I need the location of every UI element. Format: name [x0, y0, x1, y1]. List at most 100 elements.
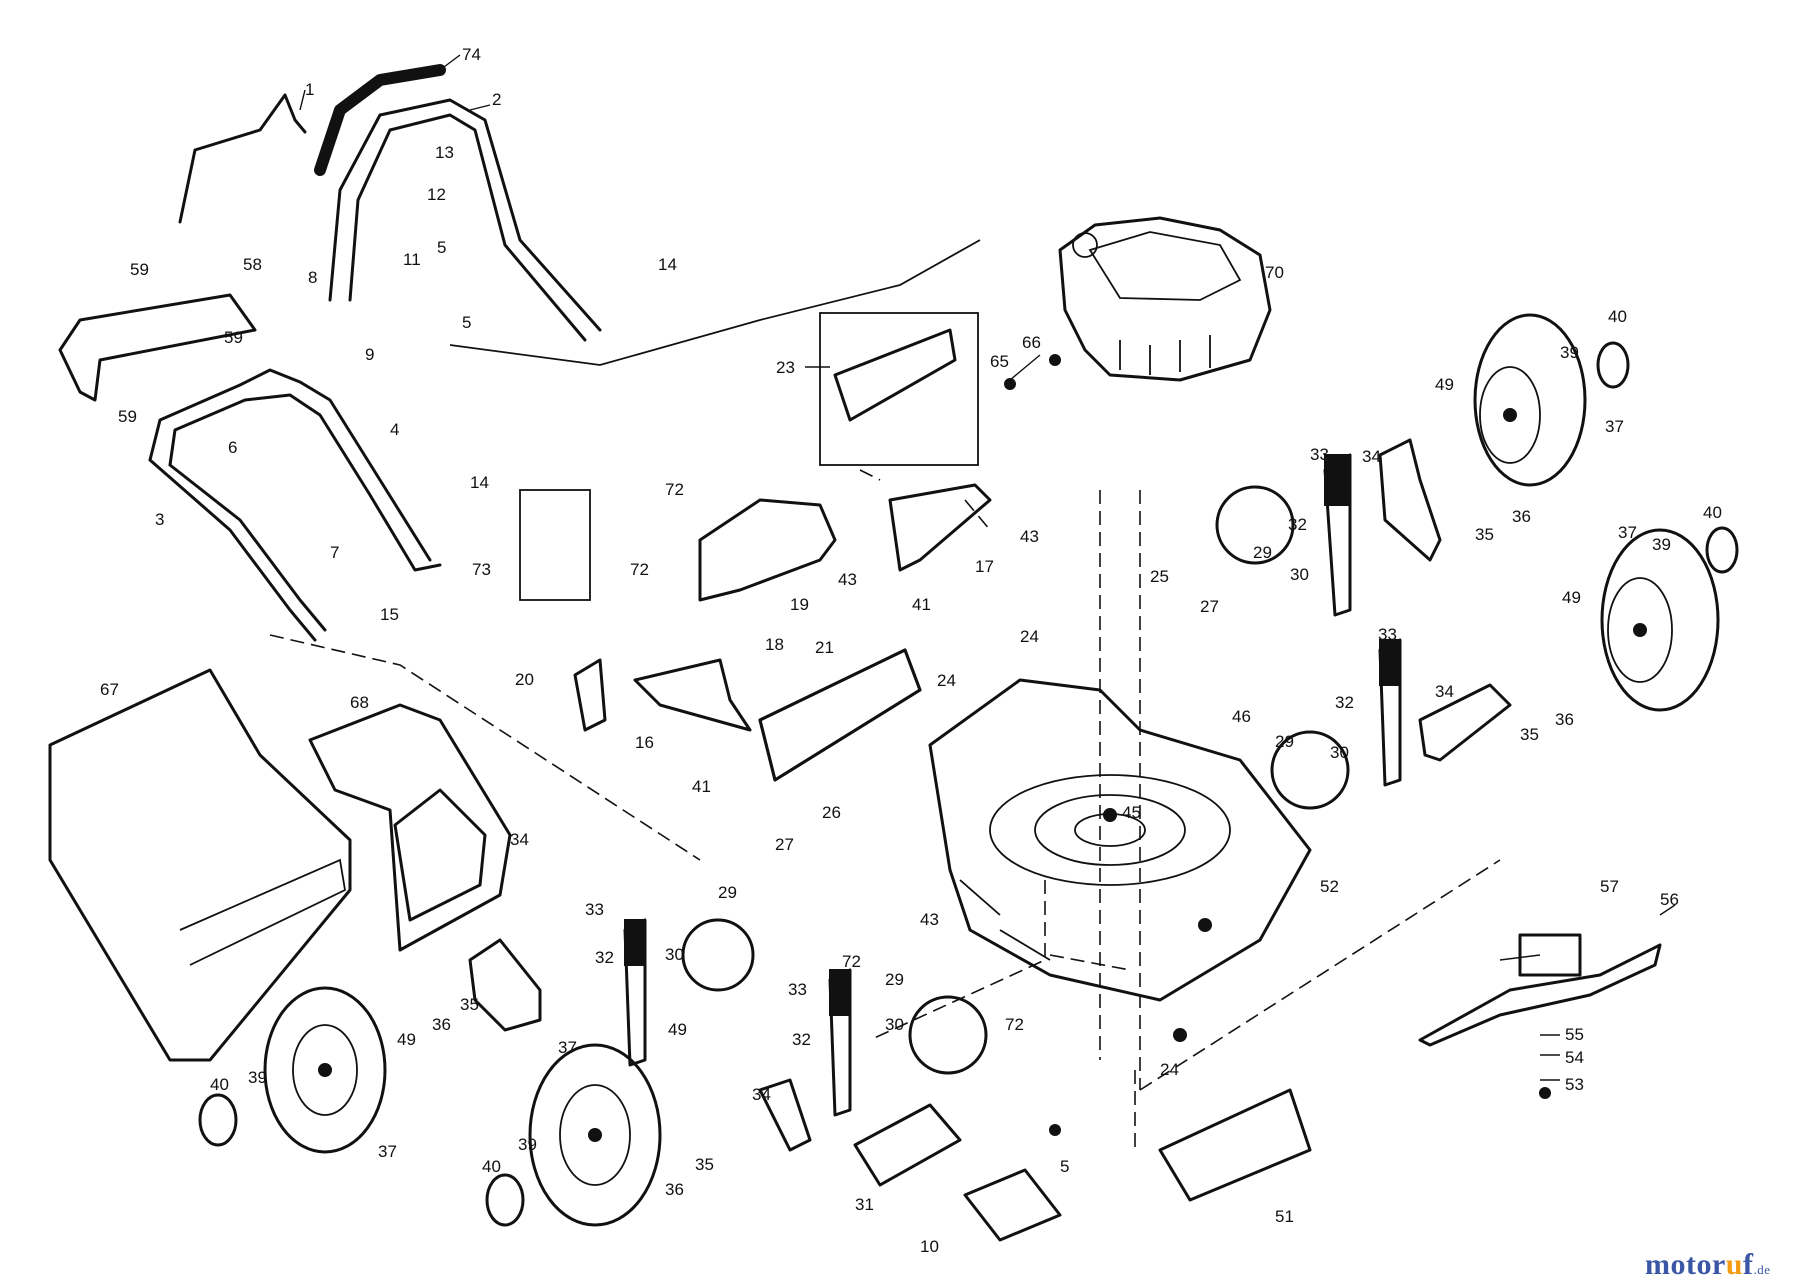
- label-66: 66: [1022, 333, 1041, 352]
- label-30d: 30: [885, 1015, 904, 1034]
- part-blade-adapter: [1518, 933, 1582, 977]
- label-40b: 40: [1703, 503, 1722, 522]
- label-21: 21: [815, 638, 834, 657]
- label-35d: 35: [695, 1155, 714, 1174]
- label-37d: 37: [558, 1038, 577, 1057]
- label-24b: 24: [937, 671, 956, 690]
- part-axle-bracket-front-2: [758, 1078, 812, 1152]
- leader-lines: [299, 54, 1676, 1081]
- part-bolt-6: [1049, 1124, 1061, 1136]
- label-59c: 59: [118, 407, 137, 426]
- label-58: 58: [243, 255, 262, 274]
- label-43a: 43: [1020, 527, 1039, 546]
- label-39d: 39: [518, 1135, 537, 1154]
- label-36c: 36: [432, 1015, 451, 1034]
- part-bracket-17: [888, 483, 992, 572]
- label-8: 8: [308, 268, 317, 287]
- label-24c: 24: [1160, 1060, 1179, 1079]
- label-40a: 40: [1608, 307, 1627, 326]
- part-blade: [1418, 943, 1662, 1047]
- part-bolt-5: [1173, 1028, 1187, 1042]
- label-17: 17: [975, 557, 994, 576]
- part-bolt-4: [1198, 918, 1212, 932]
- part-hubcap-3: [1596, 341, 1630, 389]
- label-41a: 41: [912, 595, 931, 614]
- label-33a: 33: [1310, 445, 1329, 464]
- label-53: 53: [1565, 1075, 1584, 1094]
- part-grip-33a: [1324, 454, 1351, 506]
- part-upper-handle-inner: [348, 113, 587, 342]
- label-74: 74: [462, 45, 481, 64]
- part-bag-frame-bar: [58, 293, 257, 402]
- part-labels: 1 2 3 4 5 5 5 6 7 8 9 10 11 12 13 14 14 …: [100, 45, 1722, 1256]
- label-13: 13: [435, 143, 454, 162]
- part-upper-handle: [328, 98, 602, 332]
- label-18: 18: [765, 635, 784, 654]
- part-label-73: [519, 489, 591, 601]
- part-axle-bracket-rear-2: [1418, 683, 1512, 762]
- label-29b: 29: [1275, 732, 1294, 751]
- label-1: 1: [305, 80, 314, 99]
- label-3: 3: [155, 510, 164, 529]
- label-59a: 59: [130, 260, 149, 279]
- part-bracket-16: [633, 658, 752, 732]
- label-26: 26: [822, 803, 841, 822]
- label-25: 25: [1150, 567, 1169, 586]
- label-27a: 27: [1200, 597, 1219, 616]
- label-9: 9: [365, 345, 374, 364]
- label-24a: 24: [1020, 627, 1039, 646]
- part-cover-31: [853, 1103, 962, 1187]
- guide-line-7: [859, 469, 991, 531]
- watermark-tld: .de: [1753, 1262, 1771, 1277]
- part-chute-51: [1158, 1088, 1312, 1202]
- label-46: 46: [1232, 707, 1251, 726]
- part-gear-1: [1215, 485, 1295, 565]
- part-bag-frame: [308, 703, 512, 952]
- part-gear-4: [908, 995, 988, 1075]
- label-30c: 30: [665, 945, 684, 964]
- part-wheel-front-left: [263, 986, 387, 1154]
- part-inset-box: [819, 312, 979, 466]
- part-wheel-front-right: [528, 1043, 662, 1227]
- part-foam-grip: [314, 64, 446, 176]
- label-72a: 72: [665, 480, 684, 499]
- label-34d: 34: [752, 1085, 771, 1104]
- part-gear-2: [1270, 730, 1350, 810]
- label-11: 11: [403, 250, 421, 269]
- part-bag-frame-inner: [393, 788, 487, 922]
- label-40c: 40: [210, 1075, 229, 1094]
- guide-line-4: [1139, 859, 1501, 1091]
- part-bolt-1: [1004, 378, 1016, 390]
- label-37a: 37: [1605, 417, 1624, 436]
- part-flap-21: [758, 648, 922, 782]
- label-32d: 32: [792, 1030, 811, 1049]
- label-43c: 43: [920, 910, 939, 929]
- guide-line-1: [269, 634, 701, 861]
- part-lower-handle: [148, 368, 432, 562]
- label-23: 23: [776, 358, 795, 377]
- label-34c: 34: [510, 830, 529, 849]
- label-32b: 32: [1335, 693, 1354, 712]
- label-5b: 5: [462, 313, 471, 332]
- label-36b: 36: [1555, 710, 1574, 729]
- label-54: 54: [1565, 1048, 1584, 1067]
- label-32a: 32: [1288, 515, 1307, 534]
- label-29d: 29: [885, 970, 904, 989]
- label-27b: 27: [775, 835, 794, 854]
- label-67: 67: [100, 680, 119, 699]
- label-20: 20: [515, 670, 534, 689]
- label-45: 45: [1122, 803, 1141, 822]
- label-49d: 49: [668, 1020, 687, 1039]
- part-engine: [1058, 216, 1272, 382]
- label-49b: 49: [1562, 588, 1581, 607]
- part-rear-flap: [758, 648, 922, 782]
- watermark-text: motoruf: [1645, 1248, 1754, 1281]
- label-34b: 34: [1435, 682, 1454, 701]
- label-49a: 49: [1435, 375, 1454, 394]
- label-68: 68: [350, 693, 369, 712]
- label-4: 4: [390, 420, 399, 439]
- part-grip-33d: [829, 969, 851, 1016]
- label-16: 16: [635, 733, 654, 752]
- part-hubcap-2: [485, 1173, 525, 1227]
- part-gear-3: [681, 918, 755, 992]
